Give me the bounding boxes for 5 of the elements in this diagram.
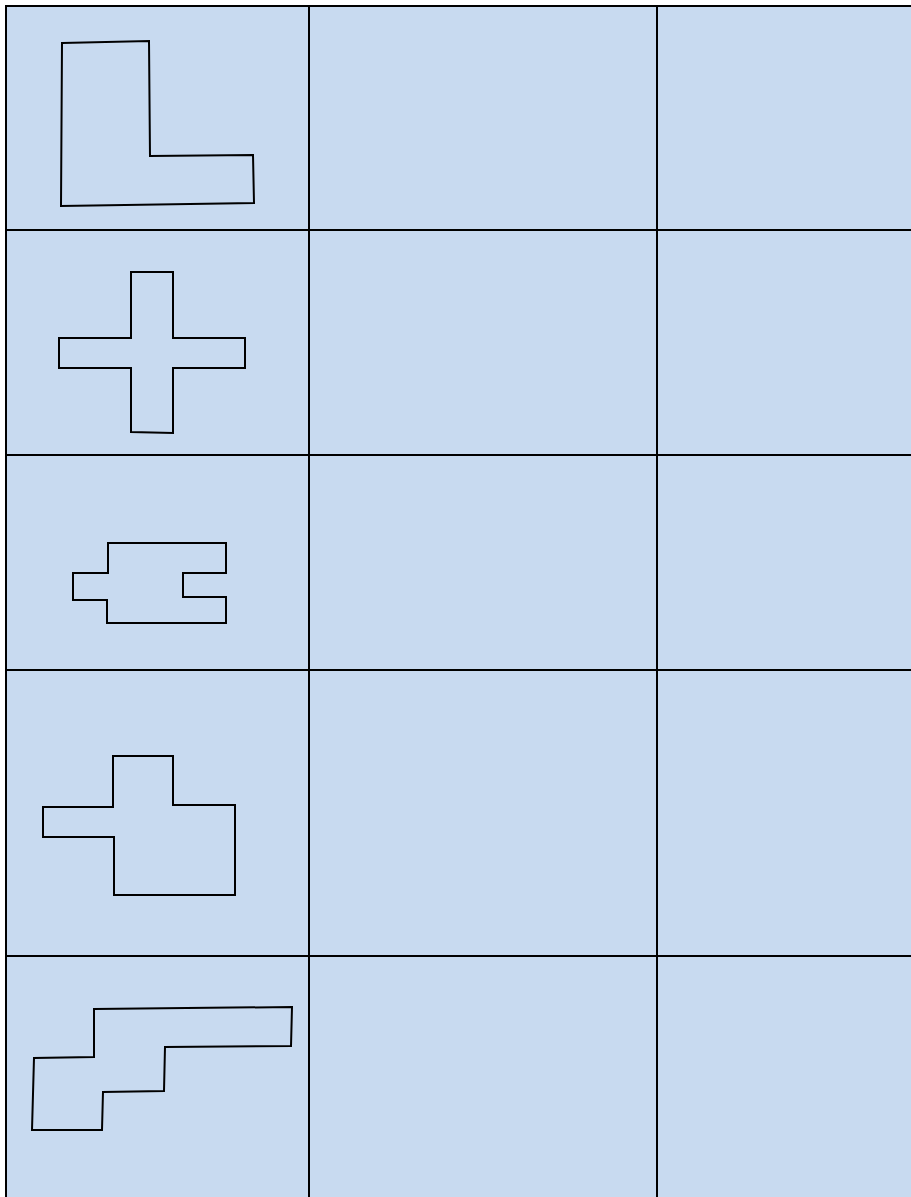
polygon-outline xyxy=(30,1006,294,1131)
polygon-outline xyxy=(58,271,246,435)
polygon-outline xyxy=(42,755,236,896)
polygon-outline xyxy=(60,39,256,207)
polygon-outline xyxy=(72,542,227,624)
